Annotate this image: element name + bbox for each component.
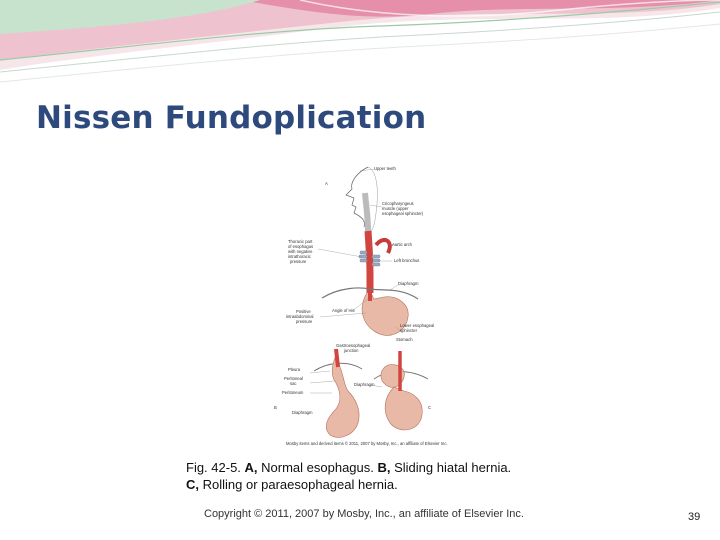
label-left-bronchus: Left bronchus: [394, 258, 419, 263]
label-diaphragm-c: Diaphragm: [354, 382, 375, 387]
label-les-1: Lower esophageal: [400, 323, 434, 328]
label-peritoneal-1: Peritoneal: [284, 376, 303, 381]
label-ues-2: muscle (upper: [382, 206, 409, 211]
label-positive-1: Positive: [296, 309, 311, 314]
label-peritoneum: Peritoneum: [282, 390, 304, 395]
caption-a-text: Normal esophagus.: [257, 460, 378, 475]
panel-a-label: A: [325, 181, 328, 186]
decorative-banner: [0, 0, 720, 83]
caption-prefix: Fig. 42-5.: [186, 460, 245, 475]
label-ues-1: Cricopharyngeus: [382, 201, 414, 206]
label-aortic-arch: Aortic arch: [392, 242, 413, 247]
label-positive-3: pressure: [296, 319, 313, 324]
label-upper-teeth: Upper teeth: [374, 166, 397, 171]
label-positive-2: intraabdominal: [286, 314, 314, 319]
label-thoracic-2: of esophagus: [288, 244, 313, 249]
caption-c-label: C,: [186, 477, 199, 492]
caption-b-label: B,: [377, 460, 391, 475]
figure-caption: Fig. 42-5. A, Normal esophagus. B, Slidi…: [186, 459, 606, 493]
panel-c-label: C: [428, 405, 431, 410]
label-thoracic-5: pressure: [290, 259, 307, 264]
label-thoracic-3: with negative: [288, 249, 313, 254]
esophagus-hernia-diagram: A B C Upper teeth Cricopharyngeus muscle…: [274, 166, 448, 446]
copyright-notice: Copyright © 2011, 2007 by Mosby, Inc., a…: [204, 508, 524, 520]
label-peritoneal-2: sac: [290, 381, 297, 386]
slide-title: Nissen Fundoplication: [36, 100, 427, 136]
label-angle-of-his: Angle of His: [332, 308, 355, 313]
label-diaphragm: Diaphragm: [398, 281, 419, 286]
caption-c-text: Rolling or paraesophageal hernia.: [199, 477, 398, 492]
label-pleura: Pleura: [288, 367, 301, 372]
caption-a-label: A,: [244, 460, 258, 475]
caption-b-text: Sliding hiatal hernia.: [390, 460, 512, 475]
label-diaphragm-b: Diaphragm: [292, 410, 313, 415]
label-stomach: Stomach: [396, 337, 413, 342]
panel-b-label: B: [274, 405, 277, 410]
label-ues-3: esophageal sphincter): [382, 211, 424, 216]
label-thoracic-4: intrathoracic: [288, 254, 311, 259]
page-number: 39: [688, 511, 701, 523]
label-gej-1: Gastroesophageal: [336, 343, 370, 348]
label-thoracic-1: Thoracic part: [288, 239, 313, 244]
figure-credit: Mosby items and derived items © 2011, 20…: [286, 441, 448, 446]
label-les-2: sphincter: [400, 328, 418, 333]
label-gej-2: junction: [343, 348, 359, 353]
